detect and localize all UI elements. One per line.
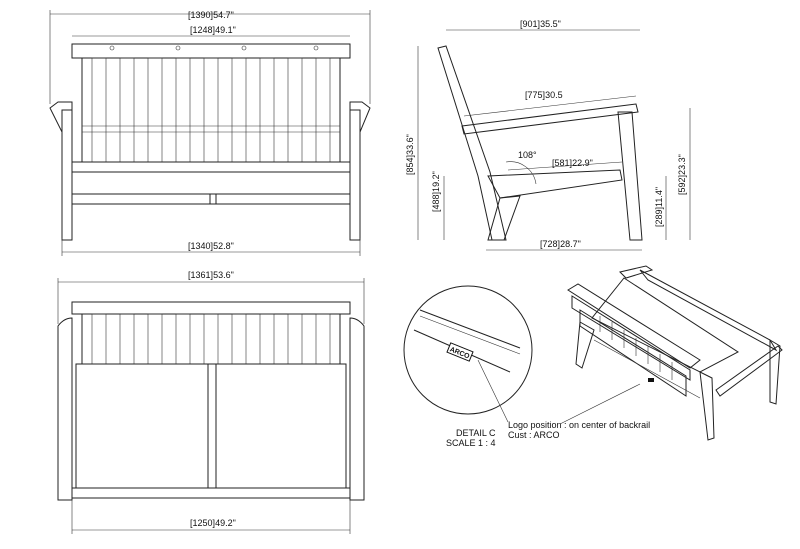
iso-logo-marker bbox=[648, 378, 654, 382]
customer-note: Cust : ARCO bbox=[508, 430, 560, 440]
back-top-rail bbox=[71, 43, 351, 59]
top-overall-width: [1361]53.6" bbox=[188, 270, 234, 280]
seat-apron bbox=[71, 171, 351, 195]
side-depth: [901]35.5" bbox=[520, 19, 561, 29]
front-back-width: [1248]49.1" bbox=[190, 25, 236, 35]
side-armrest bbox=[461, 103, 639, 135]
seat-front-rail bbox=[71, 161, 351, 173]
detail-scale: SCALE 1 : 4 bbox=[446, 438, 496, 448]
side-seat-depth: [581]22.9" bbox=[552, 158, 593, 168]
side-back-leg bbox=[437, 45, 507, 241]
right-leg bbox=[349, 109, 361, 241]
detail-circle bbox=[403, 285, 533, 415]
side-arm-height: [592]23.3" bbox=[677, 154, 687, 195]
top-left-arm bbox=[57, 317, 73, 501]
left-leg bbox=[61, 109, 73, 241]
top-view: [1361]53.6" [1250]49.2" bbox=[57, 270, 365, 534]
back-slats bbox=[91, 57, 331, 163]
top-back-rail bbox=[71, 301, 351, 315]
side-front-leg bbox=[617, 111, 643, 241]
logo-position-note: Logo position : on center of backrail bbox=[508, 420, 650, 430]
left-arm bbox=[49, 101, 73, 241]
top-slats bbox=[91, 313, 331, 365]
top-seat-width: [1250]49.2" bbox=[190, 518, 236, 528]
back-frame bbox=[81, 57, 341, 163]
front-view: [1390]54.7" [1248]49.1" [1340]52.8" bbox=[49, 10, 371, 256]
iso-backrest bbox=[579, 309, 687, 397]
top-seat-frame bbox=[75, 363, 347, 489]
side-seat-height: [488]19.2" bbox=[431, 171, 441, 212]
top-back-frame bbox=[81, 313, 341, 365]
side-seat-rail bbox=[487, 169, 623, 199]
iso-seat bbox=[591, 277, 739, 373]
iso-right-arm bbox=[639, 269, 778, 352]
center-bracket bbox=[209, 193, 217, 205]
side-height: [854]33.6" bbox=[405, 134, 415, 175]
isometric-view bbox=[567, 265, 783, 441]
top-front-rail bbox=[71, 487, 351, 499]
logo-plate: ARCO bbox=[446, 342, 474, 362]
front-overall-width: [1390]54.7" bbox=[188, 10, 234, 20]
side-arm-length: [775]30.5 bbox=[525, 90, 563, 100]
front-leg-width: [1340]52.8" bbox=[188, 241, 234, 251]
detail-title: DETAIL C bbox=[456, 428, 496, 438]
side-base-depth: [728]28.7" bbox=[540, 239, 581, 249]
side-rear-foot bbox=[487, 195, 521, 241]
detail-c: ARCO DETAIL C SCALE 1 : 4 Logo position … bbox=[403, 285, 650, 448]
top-right-arm bbox=[349, 317, 365, 501]
iso-front-arm bbox=[715, 345, 783, 397]
side-angle: 108° bbox=[518, 150, 537, 160]
side-rail-height: [289]11.4" bbox=[654, 187, 664, 227]
side-view: [901]35.5" [775]30.5 [581]22.9" 108° [85… bbox=[405, 19, 691, 251]
